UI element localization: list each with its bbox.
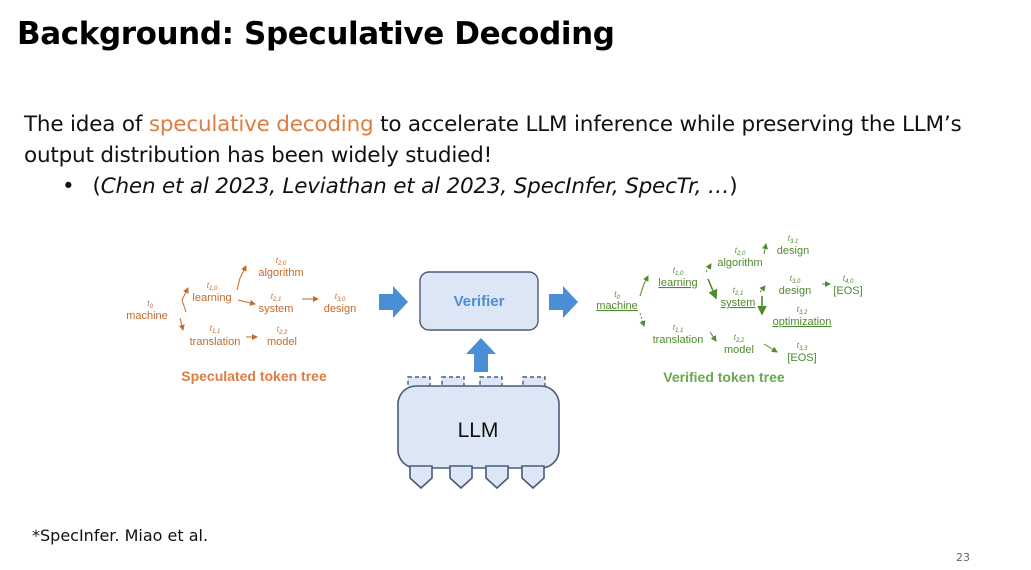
ver-edge-t21-t30 (759, 285, 766, 293)
intro-text-before: The idea of (24, 112, 149, 137)
ver-t11-symbol: t1,1 (673, 323, 684, 334)
spec-t21-symbol: t2,1 (271, 292, 282, 303)
bullet-references: Chen et al 2023, Leviathan et al 2023, S… (100, 174, 730, 199)
intro-highlight: speculative decoding (148, 112, 374, 137)
llm-label: LLM (458, 419, 499, 442)
spec-t20-word: algorithm (258, 267, 303, 279)
verifier-label: Verifier (454, 293, 505, 310)
spec-t30-symbol: t3,0 (335, 292, 346, 303)
ver-t40-symbol: t4,0 (843, 274, 854, 285)
bullet-dot-icon: • (62, 174, 75, 199)
ver-t11-word: translation (653, 334, 704, 346)
ver-t20-symbol: t2,0 (735, 246, 746, 257)
ver-t0-word: machine (596, 300, 638, 312)
output-token-icon (485, 465, 509, 490)
ver-t40-word: [EOS] (833, 285, 862, 297)
ver-t32-word: optimization (773, 316, 832, 328)
intro-text-after: to accelerate LLM inference while preser… (24, 112, 962, 168)
verifier-box: Verifier (419, 271, 539, 331)
arrow-up-icon (466, 338, 496, 372)
spec-t10-symbol: t1,0 (207, 281, 218, 292)
ver-t33-word: [EOS] (787, 352, 816, 364)
reference-bullet: • (Chen et al 2023, Leviathan et al 2023,… (62, 174, 738, 199)
spec-t21-word: system (259, 303, 294, 315)
ver-edge-t11-t22 (709, 331, 717, 342)
verified-tree-caption: Verified token tree (663, 369, 785, 385)
ver-t30-word: design (779, 285, 811, 297)
ver-t10-word: learning (658, 277, 697, 289)
footnote: *SpecInfer. Miao et al. (32, 526, 209, 545)
spec-t30-word: design (324, 303, 356, 315)
spec-t10-word: learning (192, 292, 231, 304)
ver-edge-t0-t10 (639, 275, 649, 297)
arrow-right-icon (379, 286, 408, 318)
ver-edge-t20-t31 (762, 243, 768, 255)
speculated-tree: t0 machine t1,0 learning t1,1 translatio… (126, 256, 356, 384)
llm-block: LLM (397, 376, 560, 490)
slide-title: Background: Speculative Decoding (17, 16, 615, 52)
spec-edge-t10-t20 (236, 265, 247, 291)
ver-edge-t22-t33 (763, 343, 778, 353)
spec-edge-t0-t10 (181, 287, 189, 313)
ver-t20-word: algorithm (717, 257, 762, 269)
verified-tree: t0 machine t1,0 learning t1,1 translatio… (596, 234, 862, 385)
ver-t10-symbol: t1,0 (673, 266, 684, 277)
spec-t11-symbol: t1,1 (210, 324, 221, 335)
ver-edge-t0-t11 (639, 312, 646, 327)
ver-t32-symbol: t3,2 (797, 305, 808, 316)
output-token-icon (521, 465, 545, 490)
ver-t0-symbol: t0 (614, 290, 620, 301)
ver-t30-symbol: t3,0 (790, 274, 801, 285)
ver-edge-t10-t20 (705, 263, 712, 273)
ver-t22-word: model (724, 344, 754, 356)
spec-t20-symbol: t2,0 (276, 256, 287, 267)
output-token-icon (449, 465, 473, 490)
arrow-right-icon (549, 286, 578, 318)
ver-t21-word: system (721, 297, 756, 309)
ver-edge-t10-t21 (707, 278, 718, 300)
output-token-icon (409, 465, 433, 490)
bullet-close-paren: ) (729, 174, 738, 199)
page-number: 23 (956, 551, 970, 564)
spec-t22-word: model (267, 336, 297, 348)
spec-edge-t10-t21 (237, 299, 256, 306)
spec-t22-symbol: t2,2 (277, 325, 288, 336)
bullet-open-paren: ( (92, 174, 101, 199)
spec-t11-word: translation (190, 336, 241, 348)
ver-t33-symbol: t3,3 (797, 341, 808, 352)
ver-t31-symbol: t3,1 (788, 234, 799, 245)
ver-t21-symbol: t2,1 (733, 286, 744, 297)
spec-t0-symbol: t0 (147, 299, 153, 310)
ver-t31-word: design (777, 245, 809, 257)
intro-paragraph: The idea of speculative decoding to acce… (24, 109, 1014, 171)
speculated-tree-caption: Speculated token tree (181, 368, 327, 384)
spec-edge-t0-t11 (178, 317, 185, 331)
ver-t22-symbol: t2,2 (734, 333, 745, 344)
spec-t0-word: machine (126, 310, 168, 322)
